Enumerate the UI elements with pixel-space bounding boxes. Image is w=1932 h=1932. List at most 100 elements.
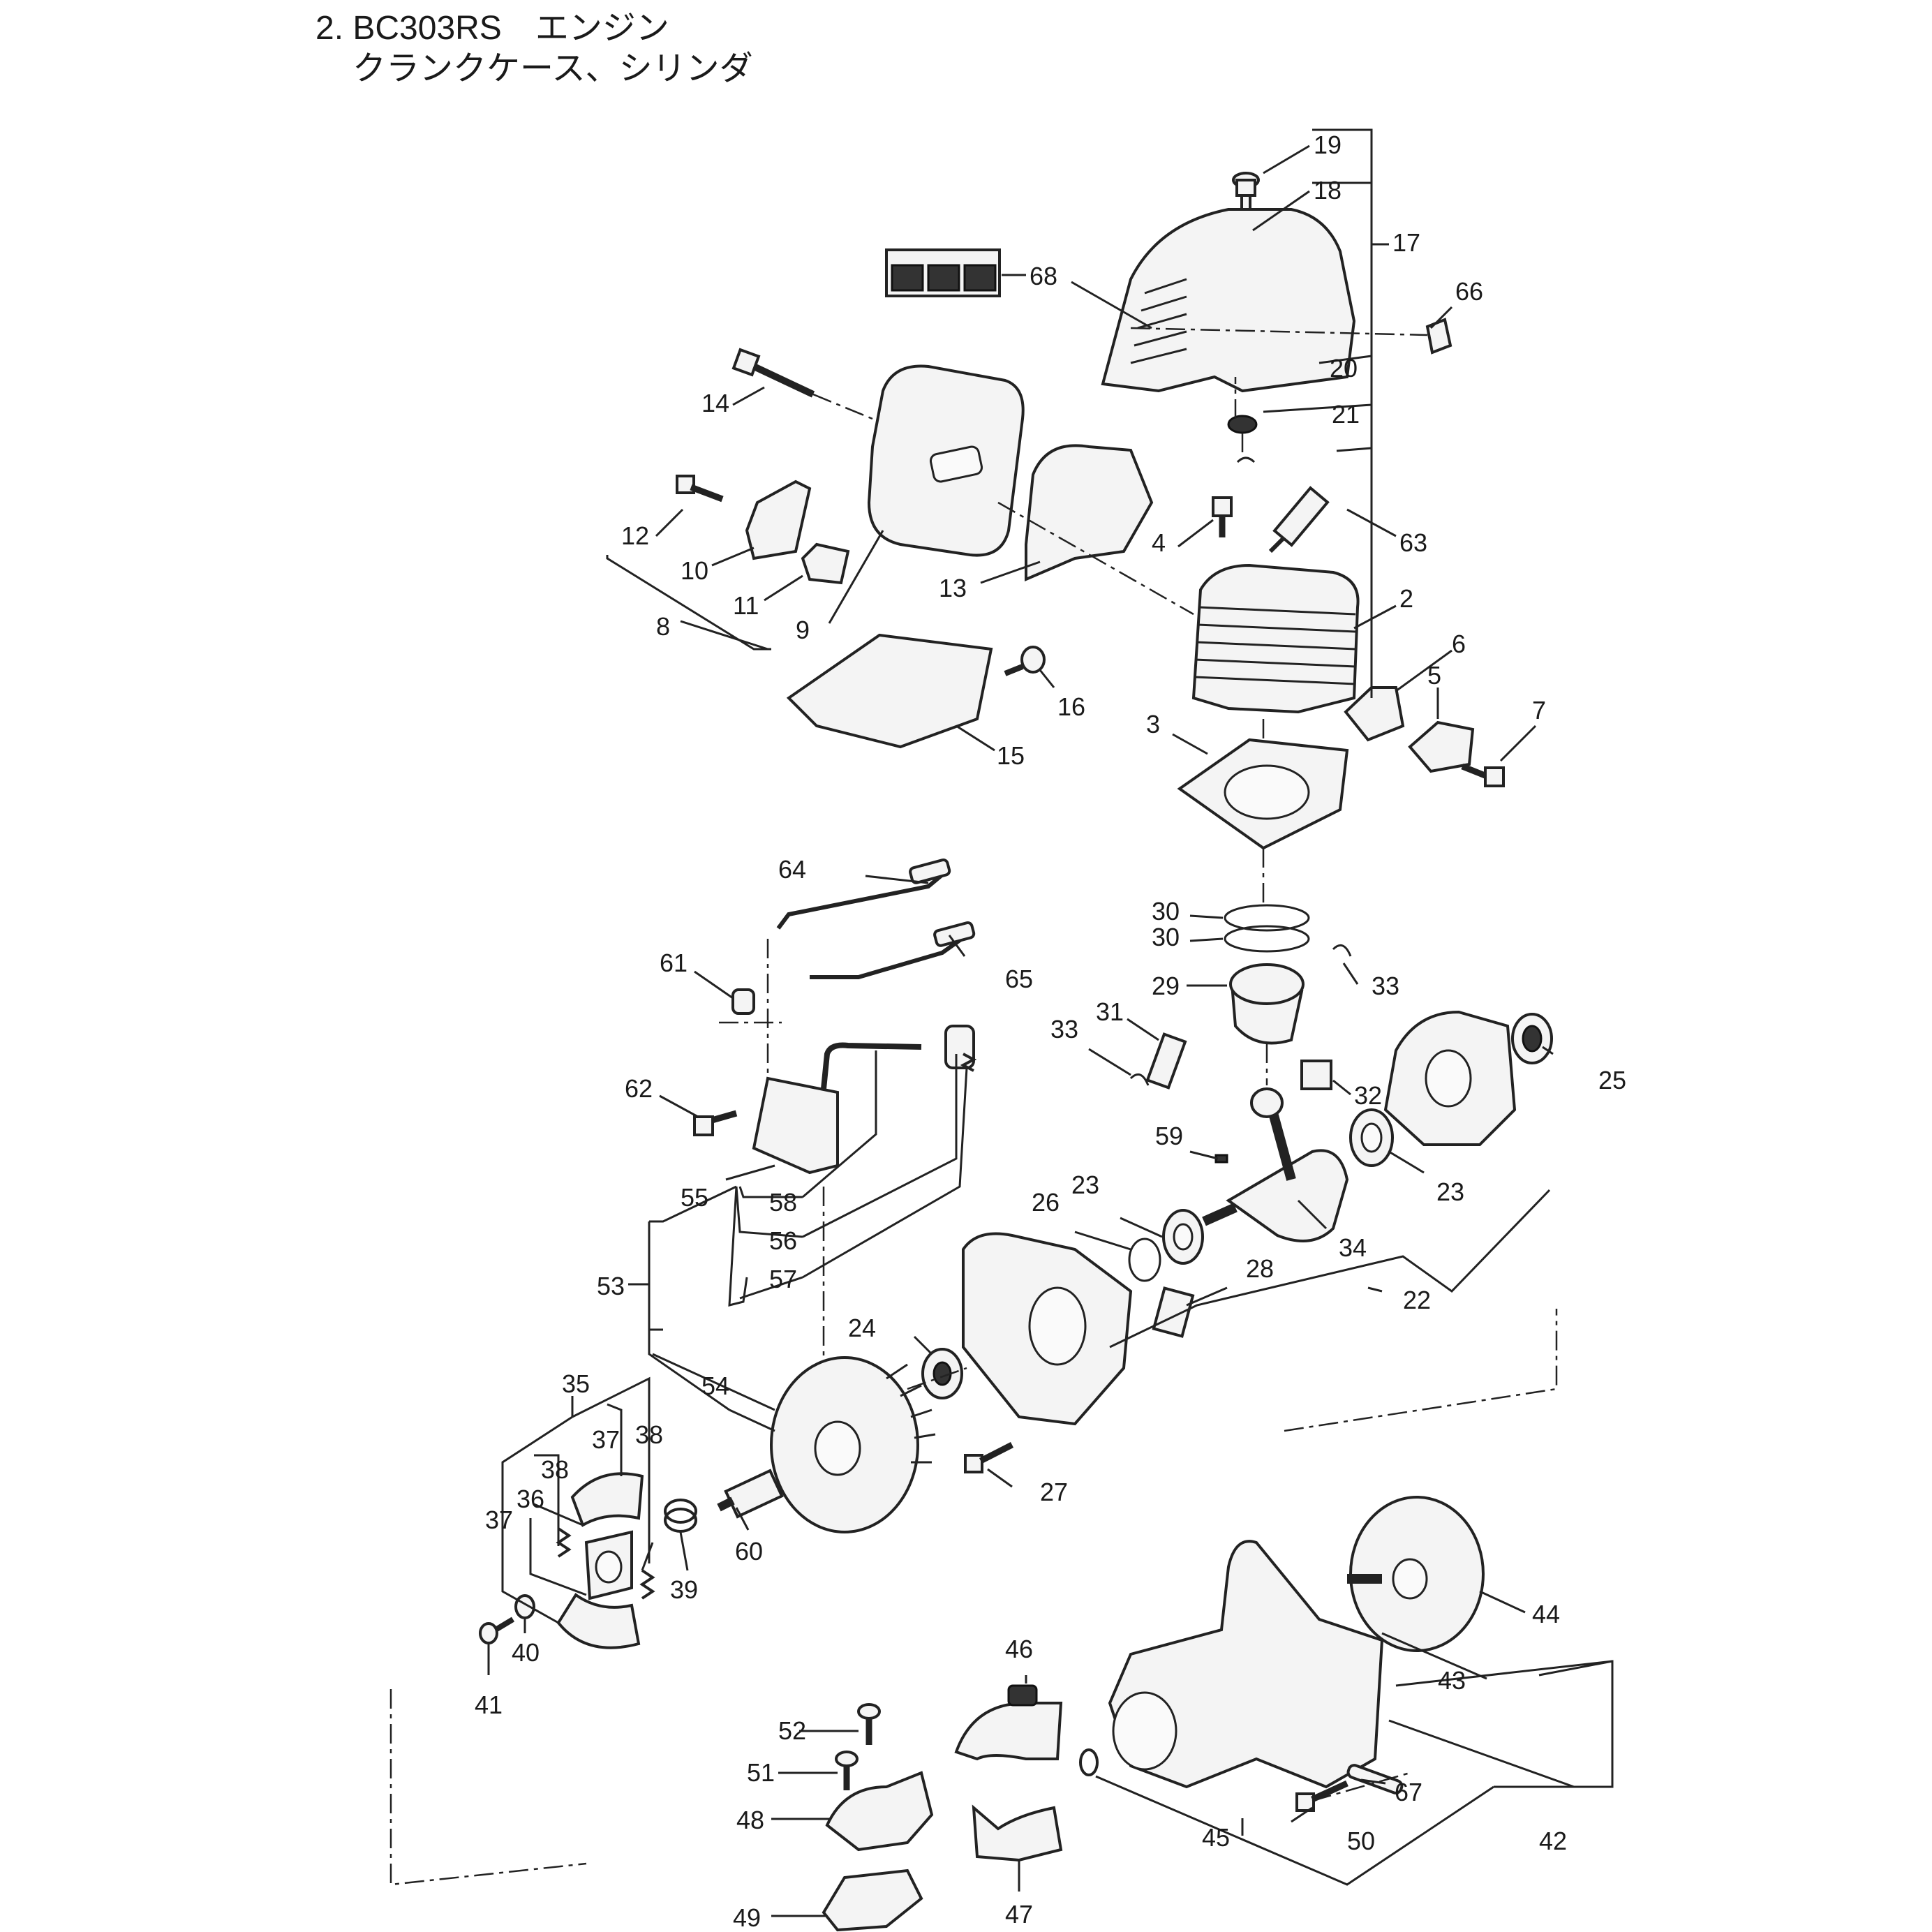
base-gasket-bore-icon	[1224, 764, 1310, 820]
plug-cap-icon	[944, 1025, 975, 1069]
label-66: 66	[1455, 277, 1483, 306]
label-30b: 30	[1152, 923, 1180, 951]
leader-lines	[487, 128, 1614, 1917]
gasket-11-icon	[801, 542, 850, 585]
label-55: 55	[681, 1183, 708, 1212]
muffler-cover-15-icon	[786, 633, 993, 749]
crankcase-left-bore-icon	[1028, 1286, 1087, 1366]
label-51: 51	[747, 1758, 775, 1787]
insulator-5-icon	[1408, 720, 1475, 773]
bearing-23a-icon	[1349, 1108, 1394, 1167]
spring-39-icon	[664, 1499, 697, 1533]
label-61: 61	[660, 949, 688, 977]
label-25: 25	[1598, 1066, 1626, 1094]
label-7: 7	[1532, 696, 1546, 724]
label-9: 9	[796, 616, 810, 644]
clutch-shoe-37a-icon	[570, 1472, 644, 1527]
warning-label-68-icon	[885, 248, 1001, 297]
label-59: 59	[1155, 1122, 1183, 1150]
label-38b: 38	[541, 1455, 569, 1484]
label-23a: 23	[1071, 1171, 1099, 1199]
clutch-housing-43-icon	[1108, 1540, 1384, 1789]
label-60: 60	[735, 1537, 763, 1566]
connector-65-icon	[933, 921, 976, 947]
label-6: 6	[1452, 630, 1466, 658]
connector-64-icon	[909, 858, 951, 884]
spring-58-icon	[960, 1053, 977, 1072]
label-47: 47	[1005, 1900, 1033, 1929]
label-65: 65	[1005, 965, 1033, 993]
alignment-lines	[389, 327, 1558, 1886]
gasket-6-icon	[1344, 686, 1405, 742]
piston-ring-30a-icon	[1224, 904, 1310, 932]
clamp-46-tab-icon	[1007, 1684, 1038, 1707]
oil-seal-24-icon	[921, 1348, 963, 1399]
label-8: 8	[656, 612, 670, 641]
housing-tube-icon	[1112, 1691, 1177, 1771]
bolt-41-icon	[479, 1617, 515, 1644]
label-14: 14	[701, 389, 729, 417]
crankcase-bore-icon	[1425, 1049, 1472, 1108]
muffler-port-icon	[929, 445, 983, 483]
heat-shield-13-icon	[1025, 444, 1154, 582]
label-48: 48	[736, 1806, 764, 1834]
cover-vents-icon	[1130, 278, 1187, 364]
clutch-hub-60-icon	[717, 1469, 784, 1519]
circlip-45-icon	[1079, 1748, 1099, 1776]
label-11: 11	[733, 591, 759, 620]
handle-clamp-48-icon	[825, 1771, 934, 1852]
bolt-27-icon	[964, 1441, 1014, 1473]
label-43: 43	[1438, 1666, 1466, 1695]
screw-52-icon	[857, 1703, 881, 1745]
label-33a: 33	[1372, 972, 1399, 1000]
bolt-7-icon	[1461, 763, 1505, 787]
cylinder-fins-icon	[1194, 606, 1356, 685]
label-52: 52	[778, 1716, 806, 1745]
label-53: 53	[597, 1272, 625, 1300]
clip-21-icon	[1236, 456, 1256, 463]
label-62: 62	[625, 1074, 653, 1103]
diagram-title-section: クランクケース、シリンダ	[352, 50, 753, 87]
clip-33b-icon	[1129, 1073, 1150, 1086]
label-56: 56	[769, 1226, 797, 1255]
label-15: 15	[997, 741, 1025, 770]
conrod-small-end-icon	[1250, 1087, 1284, 1118]
label-24: 24	[848, 1314, 876, 1342]
label-17: 17	[1392, 228, 1420, 257]
label-23b: 23	[1436, 1177, 1464, 1206]
label-57: 57	[769, 1265, 797, 1293]
label-32: 32	[1354, 1081, 1382, 1110]
label-30a: 30	[1152, 897, 1180, 926]
bolt-62-icon	[693, 1110, 738, 1136]
label-2: 2	[1399, 584, 1413, 613]
oil-seal-25-icon	[1511, 1013, 1553, 1064]
label-16: 16	[1057, 692, 1085, 721]
label-27: 27	[1040, 1478, 1068, 1506]
label-28: 28	[1246, 1254, 1274, 1283]
label-35: 35	[562, 1369, 590, 1398]
grommet-20-icon	[1227, 415, 1258, 434]
diagram-title-model: 2. BC303RS エンジン	[315, 10, 669, 47]
label-31: 31	[1096, 997, 1124, 1026]
label-3: 3	[1146, 710, 1160, 738]
flywheel-54-icon	[770, 1356, 936, 1533]
handle-clamp-49-icon	[822, 1868, 923, 1932]
label-45: 45	[1202, 1823, 1230, 1852]
clamp-47-icon	[972, 1804, 1063, 1862]
ignition-coil-55-icon	[752, 1076, 839, 1175]
label-64: 64	[778, 855, 806, 884]
clip-33a-icon	[1332, 944, 1352, 957]
label-54: 54	[701, 1372, 729, 1400]
label-42: 42	[1539, 1827, 1567, 1855]
label-58: 58	[769, 1188, 797, 1217]
label-5: 5	[1427, 661, 1441, 690]
label-49: 49	[733, 1903, 761, 1932]
clutch-spring-38b-icon	[639, 1569, 655, 1600]
bolt-50-icon	[1295, 1780, 1348, 1812]
label-29: 29	[1152, 972, 1180, 1000]
pin-67-icon	[1346, 1764, 1404, 1794]
label-4: 4	[1152, 528, 1166, 557]
label-12: 12	[621, 521, 649, 550]
screw-16-icon	[1004, 646, 1046, 676]
